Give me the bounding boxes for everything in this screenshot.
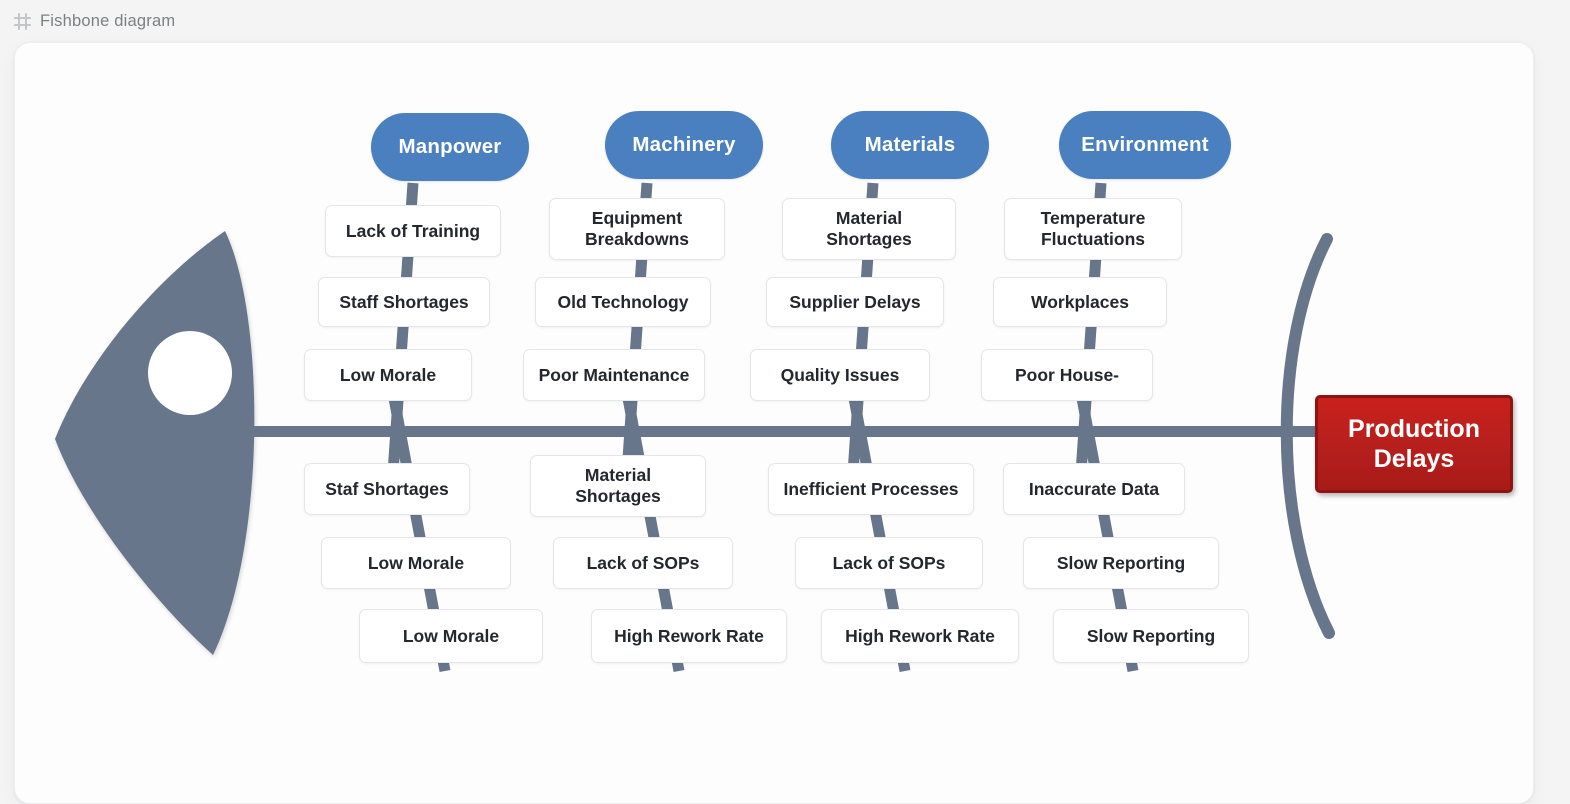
cause-box[interactable]: Material Shortages	[530, 455, 706, 517]
app-header: Fishbone diagram	[0, 0, 1570, 42]
category-pill-materials[interactable]: Materials	[831, 111, 989, 179]
cause-box[interactable]: Quality Issues	[750, 349, 930, 401]
fish-head-shape	[55, 231, 255, 655]
diagram-canvas[interactable]: Manpower Machinery Materials Environment…	[14, 42, 1534, 804]
cause-box[interactable]: Lack of Training	[325, 205, 501, 257]
hash-grid-icon	[14, 12, 31, 30]
cause-box[interactable]: Lack of SOPs	[553, 537, 733, 589]
cause-box[interactable]: Low Morale	[304, 349, 472, 401]
cause-box[interactable]: Workplaces	[993, 277, 1167, 327]
page-title: Fishbone diagram	[40, 11, 176, 30]
fishbone-skeleton	[55, 182, 1341, 673]
cause-box[interactable]: Supplier Delays	[766, 277, 944, 327]
cause-box[interactable]: Inefficient Processes	[768, 463, 974, 515]
fish-eye-icon	[148, 331, 232, 415]
effect-box[interactable]: Production Delays	[1315, 395, 1513, 493]
cause-box[interactable]: Equipment Breakdowns	[549, 198, 725, 260]
cause-box[interactable]: High Rework Rate	[821, 609, 1019, 663]
cause-box[interactable]: Low Morale	[359, 609, 543, 663]
cause-box[interactable]: Poor Maintenance	[523, 349, 705, 401]
cause-box[interactable]: Staf Shortages	[304, 463, 470, 515]
cause-box[interactable]: Inaccurate Data	[1003, 463, 1185, 515]
category-pill-machinery[interactable]: Machinery	[605, 111, 763, 179]
cause-box[interactable]: Old Technology	[535, 277, 711, 327]
cause-box[interactable]: Low Morale	[321, 537, 511, 589]
fish-spine	[211, 426, 1341, 437]
cause-box[interactable]: Slow Reporting	[1053, 609, 1249, 663]
cause-box[interactable]: Temperature Fluctuations	[1004, 198, 1182, 260]
fishbone-diagram: Manpower Machinery Materials Environment…	[15, 43, 1533, 803]
cause-box[interactable]: High Rework Rate	[591, 609, 787, 663]
cause-box[interactable]: Slow Reporting	[1023, 537, 1219, 589]
cause-box[interactable]: Material Shortages	[782, 198, 956, 260]
category-pill-environment[interactable]: Environment	[1059, 111, 1231, 179]
category-pill-manpower[interactable]: Manpower	[371, 113, 529, 181]
cause-box[interactable]: Lack of SOPs	[795, 537, 983, 589]
cause-box[interactable]: Poor House-	[981, 349, 1153, 401]
cause-box[interactable]: Staff Shortages	[318, 277, 490, 327]
